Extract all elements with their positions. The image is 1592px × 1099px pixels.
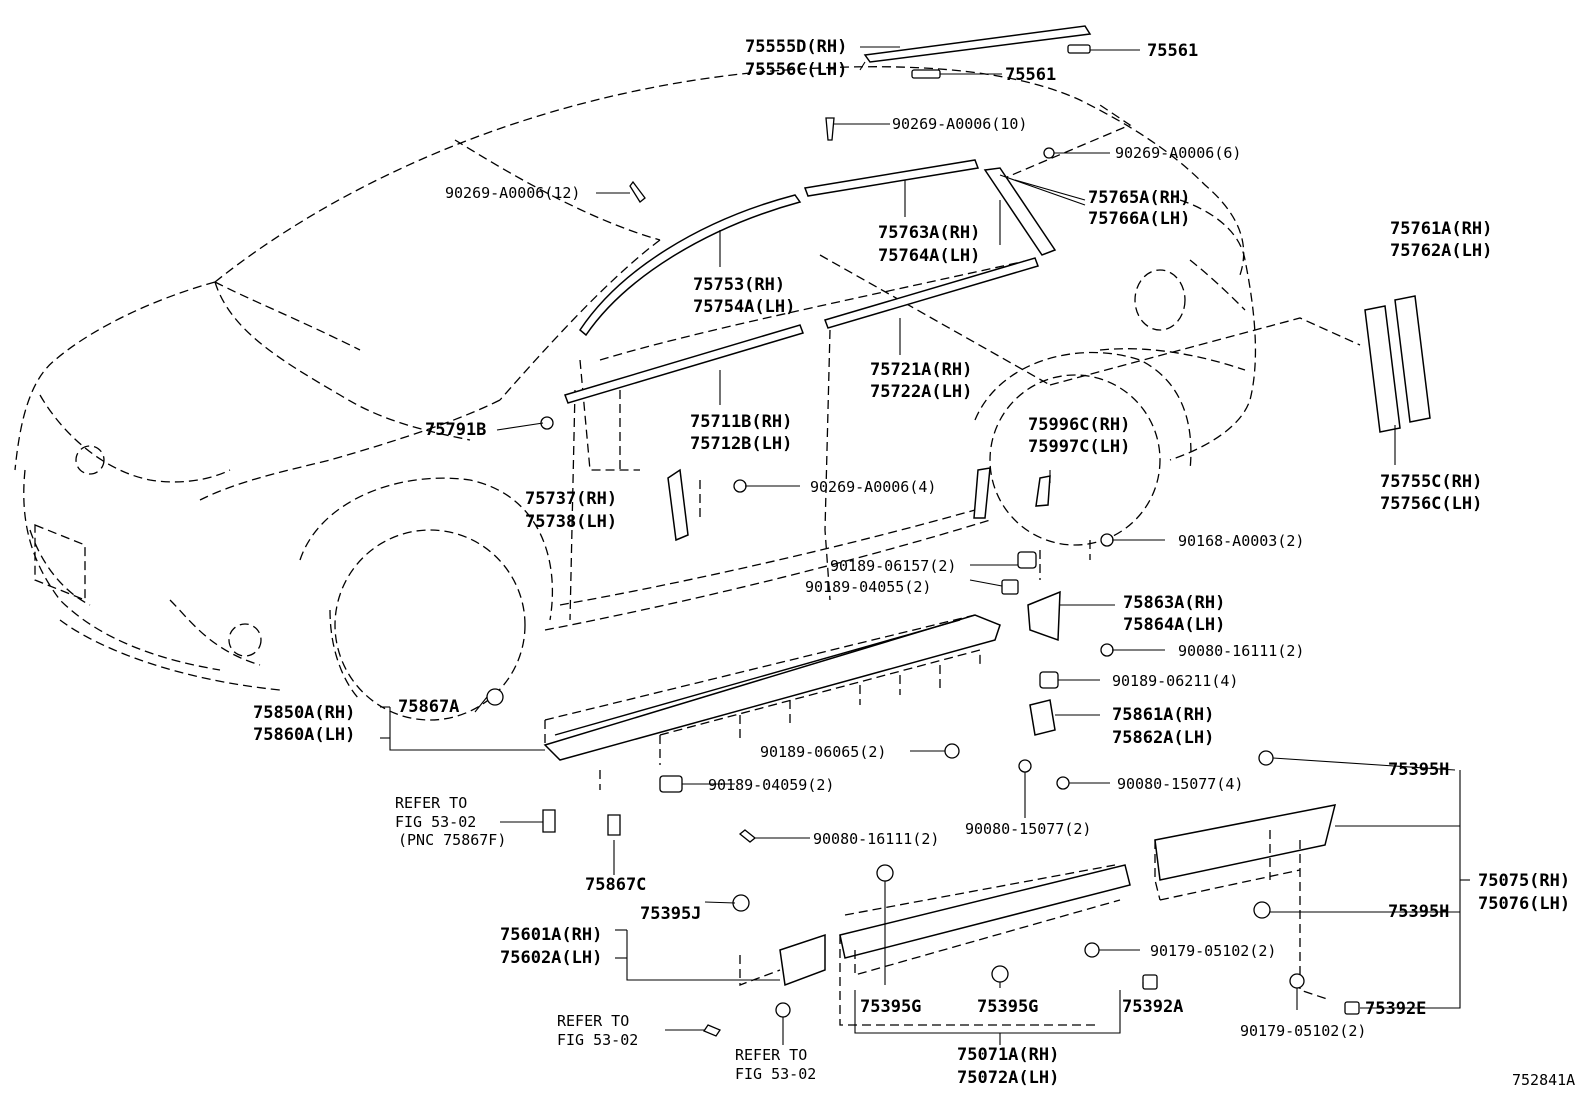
rear-pillar-garnish [973,467,1051,519]
center-pillar-garnish [667,468,689,542]
quarter-window-molding [983,167,1057,256]
label-75997C: 75997C(LH) [1028,437,1130,457]
roof-clip-75561-a [1067,44,1091,54]
label-75076: 75076(LH) [1478,894,1570,914]
rocker-bracket [1027,590,1061,642]
figure-id: 752841A [1512,1071,1575,1089]
label-90189-06211: 90189-06211(4) [1112,672,1238,690]
label-75764A: 75764A(LH) [878,246,980,266]
label-90080-16111-b: 90080-16111(2) [813,830,939,848]
label-75867A: 75867A [398,697,459,717]
label-75075: 75075(RH) [1478,871,1570,891]
label-refer-2-b: FIG 53-02 [557,1031,638,1049]
leader-lines [380,46,1470,1045]
label-refer-1-a: REFER TO [395,794,467,812]
label-refer-2-a: REFER TO [557,1012,629,1030]
label-90189-06157: 90189-06157(2) [830,557,956,575]
rocker-panel-molding [543,614,1001,761]
label-75392E: 75392E [1365,999,1426,1019]
label-75071A: 75071A(RH) [957,1045,1059,1065]
label-75738: 75738(LH) [525,512,617,532]
label-75850A: 75850A(RH) [253,703,355,723]
roof-molding [863,25,1092,63]
label-75996C: 75996C(RH) [1028,415,1130,435]
label-refer-1-b: FIG 53-02 [395,813,476,831]
label-90189-04055: 90189-04055(2) [805,578,931,596]
label-90269-12: 90269-A0006(12) [445,184,580,202]
label-refer-3-a: REFER TO [735,1046,807,1064]
front-fender-molding [779,933,826,987]
label-75072A: 75072A(LH) [957,1068,1059,1088]
label-75762A: 75762A(LH) [1390,241,1492,261]
label-75555D: 75555D(RH) [745,37,847,57]
label-refer-1-c: (PNC 75867F) [398,831,506,849]
rear-door-upper-molding [803,159,980,197]
label-75395H-a: 75395H [1388,760,1449,780]
lower-bracket [1029,699,1056,736]
vehicle-outline [14,66,1361,721]
label-75395G-b: 75395G [977,997,1038,1017]
part-labels: 75555D(RH) 75556C(LH) 75561 75561 90269-… [253,37,1575,1089]
label-75861A: 75861A(RH) [1112,705,1214,725]
back-door-garnish-pair [1364,295,1431,433]
label-refer-3-b: FIG 53-02 [735,1065,816,1083]
front-door-lower-molding [839,864,1131,959]
label-75712B: 75712B(LH) [690,434,792,454]
label-75722A: 75722A(LH) [870,382,972,402]
label-90179-a: 90179-05102(2) [1150,942,1276,960]
label-90179-b: 90179-05102(2) [1240,1022,1366,1040]
label-75392A: 75392A [1122,997,1183,1017]
label-75862A: 75862A(LH) [1112,728,1214,748]
label-75755C: 75755C(RH) [1380,472,1482,492]
fastener-clips [486,117,1360,1037]
label-75867C: 75867C [585,875,646,895]
label-75791B: 75791B [425,420,486,440]
label-75556C: 75556C(LH) [745,60,847,80]
label-75753: 75753(RH) [693,275,785,295]
rocker-lattice [544,614,1331,1026]
label-75721A: 75721A(RH) [870,360,972,380]
label-90269-4: 90269-A0006(4) [810,478,936,496]
roof-clip-75561-b [911,69,941,79]
label-75864A: 75864A(LH) [1123,615,1225,635]
label-75561-b: 75561 [1005,65,1056,85]
label-75395J: 75395J [640,904,701,924]
label-75754A: 75754A(LH) [693,297,795,317]
label-75561-a: 75561 [1147,41,1198,61]
label-90189-04059: 90189-04059(2) [708,776,834,794]
label-75756C: 75756C(LH) [1380,494,1482,514]
label-90080-15077-b: 90080-15077(2) [965,820,1091,838]
label-90168-A0003: 90168-A0003(2) [1178,532,1304,550]
label-75711B: 75711B(RH) [690,412,792,432]
label-90080-16111-a: 90080-16111(2) [1178,642,1304,660]
label-75395H-b: 75395H [1388,902,1449,922]
label-75860A: 75860A(LH) [253,725,355,745]
label-75863A: 75863A(RH) [1123,593,1225,613]
label-90080-15077-a: 90080-15077(4) [1117,775,1243,793]
label-75766A: 75766A(LH) [1088,209,1190,229]
label-75761A: 75761A(RH) [1390,219,1492,239]
front-door-upper-molding [579,194,802,337]
label-90269-10: 90269-A0006(10) [892,115,1027,133]
label-75763A: 75763A(RH) [878,223,980,243]
label-90269-6: 90269-A0006(6) [1115,144,1241,162]
label-90189-06065: 90189-06065(2) [760,743,886,761]
rear-door-belt-molding [824,257,1039,329]
front-door-belt-molding [564,324,804,404]
rear-door-lower-molding [1154,804,1337,881]
label-75737: 75737(RH) [525,489,617,509]
label-75602A: 75602A(LH) [500,948,602,968]
label-75601A: 75601A(RH) [500,925,602,945]
label-75765A: 75765A(RH) [1088,188,1190,208]
label-75395G-a: 75395G [860,997,921,1017]
